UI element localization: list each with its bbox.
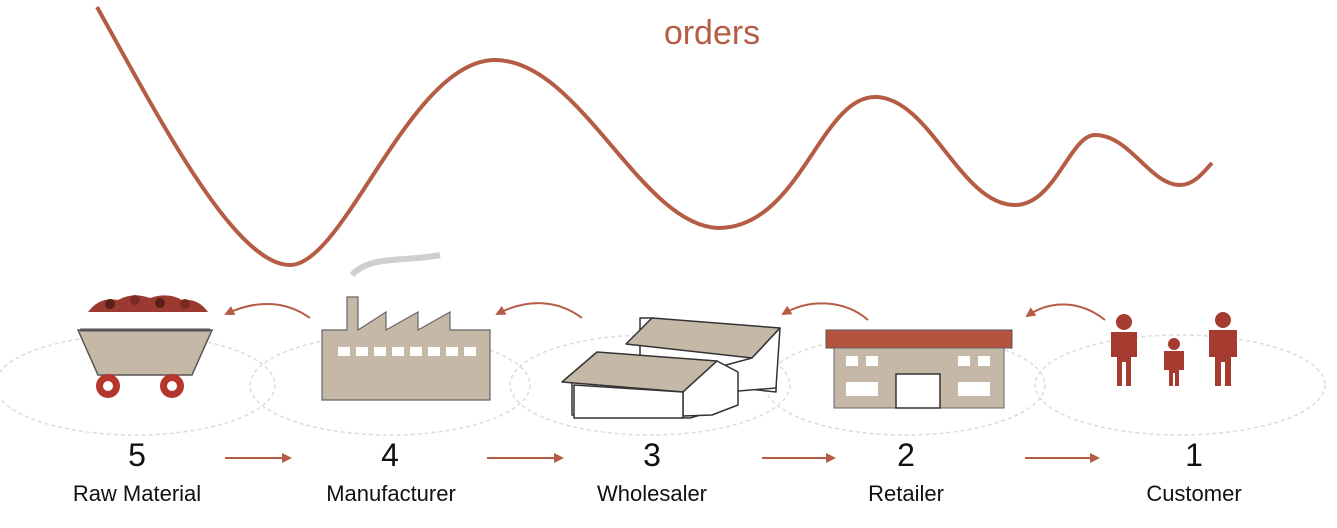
stage-number-raw-material: 5 xyxy=(128,437,146,473)
order-arrow-1 xyxy=(1025,303,1106,321)
ellipse-customer xyxy=(1034,334,1326,436)
ore-cart-icon xyxy=(76,295,214,398)
orders-wave-line xyxy=(95,6,1214,268)
store-icon xyxy=(825,329,1013,409)
warehouse-icon xyxy=(561,317,781,419)
stage-number-wholesaler: 3 xyxy=(643,437,661,473)
stage-name-retailer: Retailer xyxy=(868,481,944,506)
order-arrow-2 xyxy=(781,302,869,321)
stage-number-retailer: 2 xyxy=(897,437,915,473)
stage-name-customer: Customer xyxy=(1146,481,1242,506)
factory-icon xyxy=(321,252,491,401)
order-arrows xyxy=(224,302,1106,321)
stage-name-wholesaler: Wholesaler xyxy=(596,481,708,506)
stage-name-raw-material: Raw Material xyxy=(72,481,202,506)
order-arrow-4 xyxy=(224,303,311,319)
stage-number-customer: 1 xyxy=(1185,437,1203,473)
stage-name-manufacturer: Manufacturer xyxy=(326,481,456,506)
people-icon xyxy=(1111,312,1237,386)
orders-label: orders xyxy=(663,14,761,52)
stage-number-manufacturer: 4 xyxy=(381,437,399,473)
order-arrow-3 xyxy=(495,302,583,319)
